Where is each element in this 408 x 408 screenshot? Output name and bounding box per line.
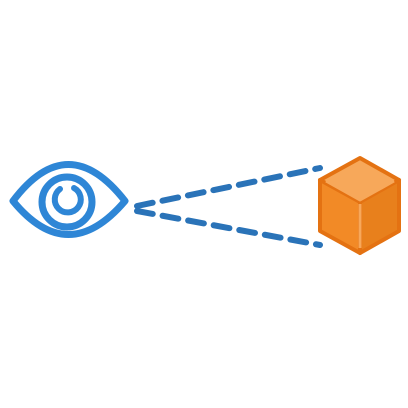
sight-lines (134, 165, 323, 248)
eye-iris (38, 173, 96, 231)
eye-outline (9, 161, 129, 238)
sight-line-lower (134, 208, 323, 248)
eye-icon (9, 161, 129, 238)
cube-icon (318, 156, 401, 255)
sight-line-upper (134, 165, 323, 209)
cube-top-inner (325, 179, 395, 202)
eye-pupil (51, 185, 84, 216)
